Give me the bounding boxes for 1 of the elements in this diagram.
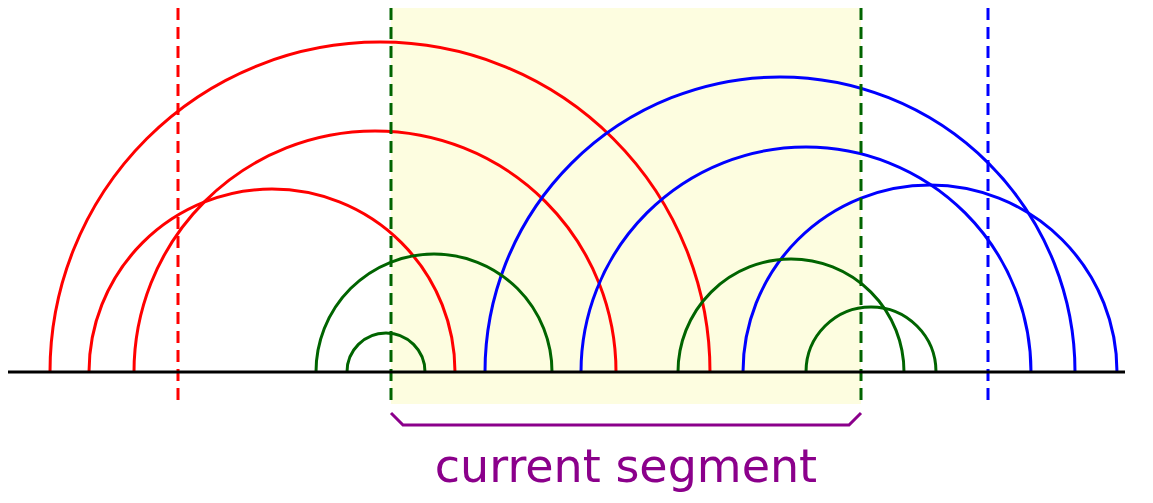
segment-label: current segment [433,438,819,494]
